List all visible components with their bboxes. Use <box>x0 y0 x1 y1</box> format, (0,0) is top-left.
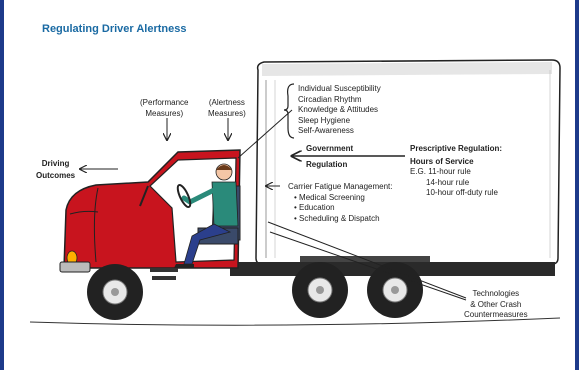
technologies-line: Countermeasures <box>464 310 528 319</box>
performance-label-line: (Performance <box>140 98 189 107</box>
carrier-heading: Carrier Fatigue Management: <box>288 182 393 191</box>
right-border <box>575 0 579 370</box>
individual-factor-item: Self-Awareness <box>298 126 354 135</box>
individual-factor-item: Individual Susceptibility <box>298 84 381 93</box>
rule-eg: E.G. 11-hour rule <box>410 167 471 176</box>
wheel-front <box>87 264 143 320</box>
driving-outcomes-label: Driving Outcomes <box>36 158 75 182</box>
technologies-line: Technologies <box>472 289 520 298</box>
regulation-line: Regulation <box>306 160 348 169</box>
carrier-item: • Medical Screening <box>294 192 365 202</box>
government-regulation-label: Government Regulation <box>306 144 353 172</box>
diagram-title: Regulating Driver Alertness <box>42 23 187 35</box>
driving-outcomes-line: Outcomes <box>36 171 76 180</box>
carrier-item: • Scheduling & Dispatch <box>294 213 380 223</box>
ground-line <box>29 317 561 326</box>
trailer-top-shade <box>262 62 552 76</box>
steering-wheel <box>176 183 192 209</box>
hours-of-service-heading: Hours of Service <box>410 156 474 166</box>
individual-factors-list: Individual Susceptibility Circadian Rhyt… <box>298 84 381 137</box>
rule-item: 14-hour rule <box>426 177 470 187</box>
left-border <box>0 0 4 370</box>
individual-factors-line <box>237 109 293 159</box>
driver-torso <box>211 181 239 227</box>
alertness-label-line: Measures) <box>208 108 246 118</box>
government-line: Government <box>306 144 354 153</box>
carrier-fatigue-block: Carrier Fatigue Management: • Medical Sc… <box>288 182 393 224</box>
individual-factor-item: Circadian Rhythm <box>298 94 362 104</box>
individual-factor-item: Sleep Hygiene <box>298 115 351 125</box>
technologies-line: & Other Crash <box>470 299 522 309</box>
alertness-label-line: (Alertness <box>208 98 245 107</box>
rule-item: 10-hour off-duty rule <box>426 188 498 197</box>
prescriptive-regulation-block: Prescriptive Regulation: Hours of Servic… <box>410 144 502 199</box>
technologies-line-2 <box>269 231 467 301</box>
technologies-label: Technologies & Other Crash Countermeasur… <box>464 289 528 321</box>
driving-outcomes-line: Driving <box>41 159 70 168</box>
individual-factor-item: Knowledge & Attitudes <box>298 105 379 114</box>
individual-factors-brace <box>283 83 295 139</box>
performance-label-line: Measures) <box>145 108 184 118</box>
alertness-measures-label: (Alertness Measures) <box>208 98 246 119</box>
prescriptive-heading: Prescriptive Regulation: <box>410 144 503 153</box>
technologies-line-1 <box>267 221 467 299</box>
carrier-item: • Education <box>294 203 335 212</box>
wheel-rear-1 <box>292 262 348 318</box>
performance-measures-label: (Performance Measures) <box>140 98 188 119</box>
